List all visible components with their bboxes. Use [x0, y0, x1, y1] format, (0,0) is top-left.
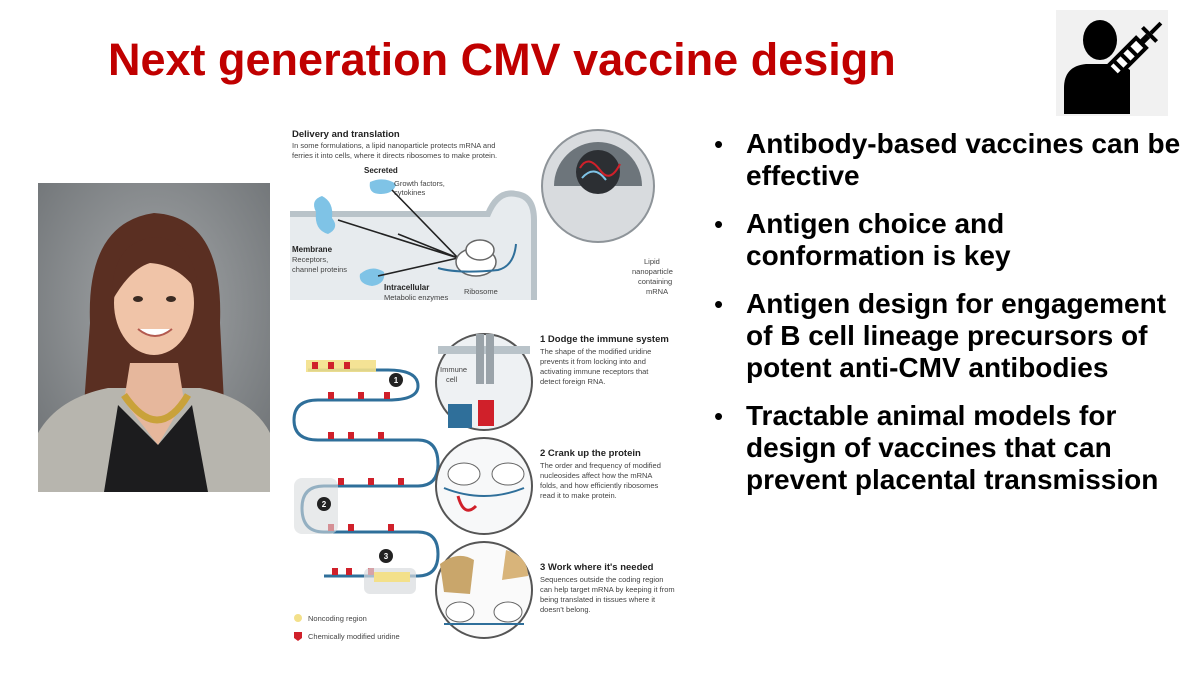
secreted-desc-1: Growth factors, [394, 179, 445, 188]
step-1-desc-2: prevents it from locking into and [540, 357, 646, 366]
legend-noncoding-swatch [294, 614, 302, 622]
bullet-text: Antibody-based vaccines can be effective [746, 128, 1181, 191]
bullet-text: Antigen design for engagement of B cell … [746, 288, 1167, 383]
marker-1: 1 [394, 376, 399, 385]
bullet-item: • Antigen design for engagement of B cell… [708, 288, 1188, 384]
step-2-desc-4: read it to make protein. [540, 491, 617, 500]
step-3-illustration [435, 541, 533, 639]
mrna-delivery-figure: Delivery and translation In some formula… [288, 124, 688, 654]
bullet-item: • Antigen choice and conformation is key [708, 208, 1188, 272]
bullet-text: Antigen choice and conformation is key [746, 208, 1011, 271]
membrane-desc-1: Receptors, [292, 255, 328, 264]
bullet-symbol: • [714, 289, 724, 319]
step-2-desc-2: nucleosides affect how the mRNA [540, 471, 652, 480]
legend-noncoding-label: Noncoding region [308, 614, 367, 623]
bullet-symbol: • [714, 401, 724, 431]
step-2-title: 2 Crank up the protein [540, 448, 641, 459]
step-3-desc-2: can help target mRNA by keeping it from [540, 585, 675, 594]
step-1-desc-1: The shape of the modified uridine [540, 347, 651, 356]
bullet-symbol: • [714, 209, 724, 239]
bullet-symbol: • [714, 129, 724, 159]
speaker-photo [38, 183, 270, 492]
step-1-illustration [435, 333, 533, 431]
membrane-desc-2: channel proteins [292, 265, 347, 274]
step-2-desc-3: folds, and how efficiently ribosomes [540, 481, 659, 490]
vaccine-icon [1056, 10, 1168, 116]
bullet-item: • Tractable animal models for design of v… [708, 400, 1188, 496]
bullet-item: • Antibody-based vaccines can be effectiv… [708, 128, 1188, 192]
delivery-desc-line-2: ferries it into cells, where it directs … [292, 151, 497, 160]
immune-cell-label-2: cell [446, 375, 458, 384]
immune-cell-label-1: Immune [440, 365, 467, 374]
secreted-desc-2: cytokines [394, 188, 426, 197]
step-3-title: 3 Work where it's needed [540, 562, 654, 573]
bullet-text: Tractable animal models for design of va… [746, 400, 1159, 495]
lipid-label-2: nanoparticle [632, 267, 673, 276]
lipid-nanoparticle [541, 129, 655, 243]
bullet-list: • Antibody-based vaccines can be effectiv… [708, 128, 1188, 512]
mrna-strand [292, 360, 440, 594]
lipid-label-3: containing [638, 277, 672, 286]
ribosome-label: Ribosome [464, 287, 498, 296]
legend-modified-swatch [294, 632, 302, 641]
membrane-title: Membrane [292, 245, 333, 254]
step-2-illustration [435, 437, 533, 535]
marker-3: 3 [384, 552, 389, 561]
intracellular-desc: Metabolic enzymes [384, 293, 448, 302]
legend-modified-label: Chemically modified uridine [308, 632, 400, 641]
step-1-desc-3: activating immune receptors that [540, 367, 649, 376]
secreted-title: Secreted [364, 166, 398, 175]
marker-2: 2 [322, 500, 327, 509]
delivery-desc-line-1: In some formulations, a lipid nanopartic… [292, 141, 495, 150]
lipid-label-1: Lipid [644, 257, 660, 266]
person-with-syringe-icon [1064, 20, 1163, 114]
step-3-desc-1: Sequences outside the coding region [540, 575, 663, 584]
step-1-desc-4: detect foreign RNA. [540, 377, 605, 386]
slide-title: Next generation CMV vaccine design [108, 34, 896, 85]
step-1-title: 1 Dodge the immune system [540, 334, 669, 345]
lipid-label-4: mRNA [646, 287, 668, 296]
step-2-desc-1: The order and frequency of modified [540, 461, 661, 470]
intracellular-title: Intracellular [384, 283, 429, 292]
delivery-title: Delivery and translation [292, 129, 400, 140]
step-3-desc-4: doesn't belong. [540, 605, 591, 614]
step-3-desc-3: being translated in tissues where it [540, 595, 656, 604]
